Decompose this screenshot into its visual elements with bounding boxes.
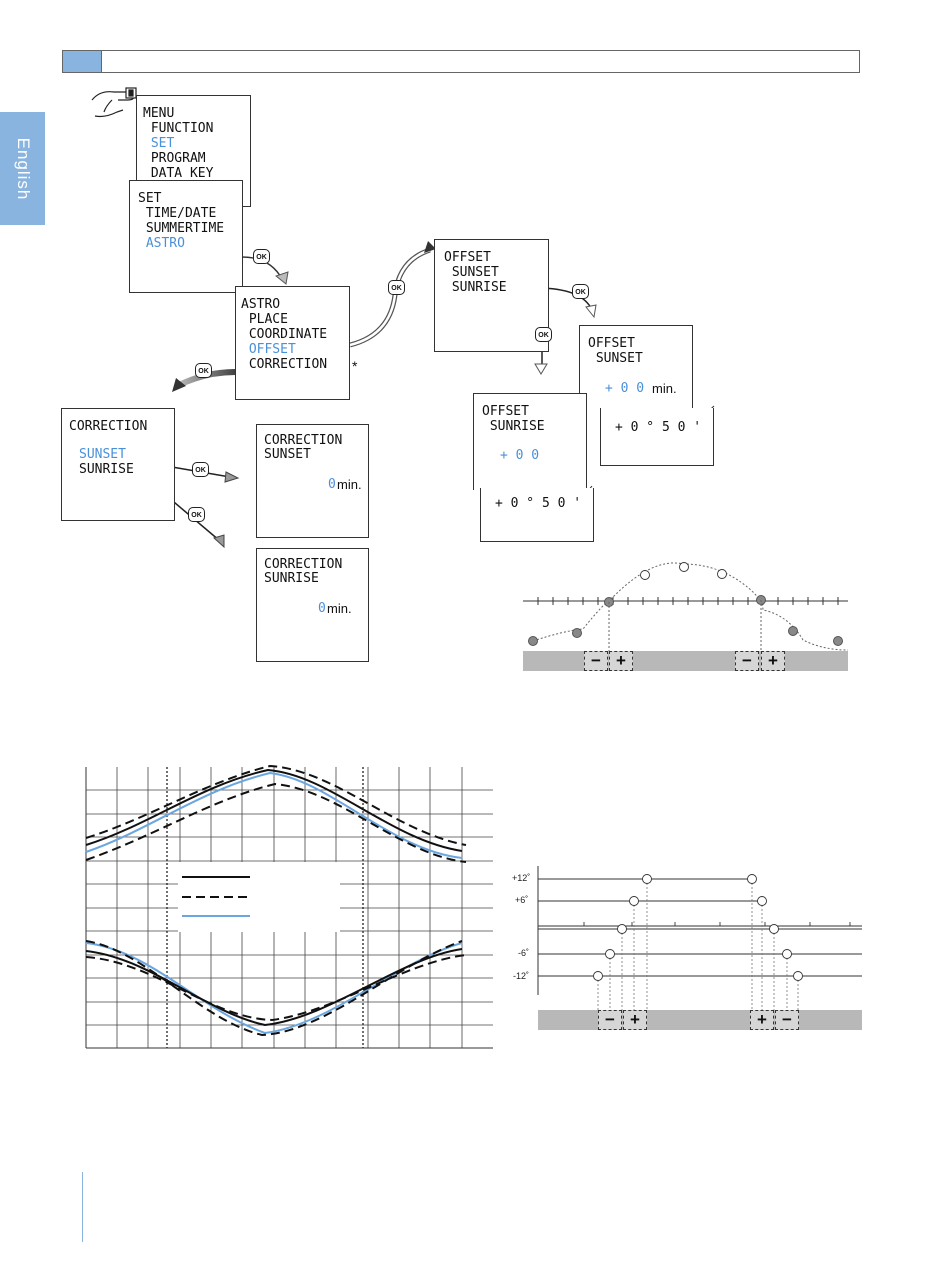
correction-sunrise-label: SUNRISE	[264, 571, 319, 586]
sun-angle-diagram	[537, 866, 862, 1030]
offset-sunset-title: OFFSET	[588, 336, 635, 351]
ok-button-offset-sunset[interactable]: OK	[572, 284, 589, 299]
astro-item-offset[interactable]: OFFSET	[241, 342, 296, 357]
arrow-astro-offset	[349, 247, 431, 348]
correction-sunrise-screen: CORRECTION SUNRISE 0 min.	[256, 548, 369, 662]
offset-title: OFFSET	[444, 250, 491, 265]
correction-asterisk: *	[352, 358, 358, 374]
correction-sunrise-title: CORRECTION	[264, 557, 343, 572]
angle-label-minus6: -6˚	[518, 948, 529, 958]
offset-sunset-unit: min.	[652, 381, 677, 396]
set-screen: SET TIME/DATE SUMMERTIME ASTRO	[129, 180, 243, 293]
menu-item-function[interactable]: FUNCTION	[143, 121, 214, 136]
hand-pointer-icon	[91, 87, 137, 118]
ok-button-correction-sunset[interactable]: OK	[192, 462, 209, 477]
correction-sunset-value[interactable]: 0	[328, 477, 336, 492]
correction-sunrise-unit: min.	[327, 601, 352, 616]
correction-sunset-screen: CORRECTION SUNSET 0 min.	[256, 424, 369, 538]
minus-sign-sunrise-angle: −	[598, 1010, 622, 1030]
sunrise-sunset-graph	[85, 764, 493, 1049]
offset-sunrise-angle-screen: + 0 ° 5 0 '	[480, 488, 594, 542]
plus-sign-sunrise-angle: +	[623, 1010, 647, 1030]
angle-label-plus6: +6˚	[515, 895, 529, 905]
offset-item-sunrise[interactable]: SUNRISE	[444, 280, 507, 295]
minus-sign-sunrise: −	[584, 651, 608, 671]
header-tab	[62, 50, 102, 73]
astro-item-place[interactable]: PLACE	[241, 312, 288, 327]
offset-sunset-value[interactable]: + 0 0	[605, 381, 645, 396]
offset-sunrise-value[interactable]: + 0 0	[500, 448, 540, 463]
menu-item-data-key[interactable]: DATA KEY	[143, 166, 214, 181]
offset-sunrise-screen: OFFSET SUNRISE + 0 0	[473, 393, 587, 490]
astro-screen: ASTRO PLACE COORDINATE OFFSET CORRECTION	[235, 286, 350, 400]
offset-sunrise-title: OFFSET	[482, 404, 529, 419]
offset-sunset-label: SUNSET	[588, 351, 643, 366]
offset-sunset-screen: OFFSET SUNSET + 0 0 min.	[579, 325, 693, 410]
minus-sign-sunset-angle: −	[775, 1010, 799, 1030]
astro-item-correction[interactable]: CORRECTION	[241, 357, 328, 372]
plus-sign-sunrise: +	[609, 651, 633, 671]
menu-item-set[interactable]: SET	[143, 136, 175, 151]
set-item-astro[interactable]: ASTRO	[138, 236, 185, 251]
ok-button-correction-sunrise[interactable]: OK	[188, 507, 205, 522]
correction-sunrise-value[interactable]: 0	[318, 601, 326, 616]
plus-sign-sunset-angle: +	[750, 1010, 774, 1030]
ok-button-correction[interactable]: OK	[195, 363, 212, 378]
offset-sunset-angle-screen: + 0 ° 5 0 '	[600, 408, 714, 466]
set-title: SET	[138, 191, 162, 206]
ok-button-set[interactable]: OK	[253, 249, 270, 264]
sun-path-diagram	[523, 562, 849, 671]
offset-screen: OFFSET SUNSET SUNRISE	[434, 239, 549, 352]
plus-sign-sunset: +	[761, 651, 785, 671]
language-tab[interactable]: English	[0, 112, 45, 225]
correction-item-sunset[interactable]: SUNSET	[79, 447, 126, 462]
offset-sunrise-label: SUNRISE	[482, 419, 545, 434]
angle-label-minus12: -12˚	[513, 971, 530, 981]
ok-button-astro[interactable]: OK	[388, 280, 405, 295]
offset-item-sunset[interactable]: SUNSET	[444, 265, 499, 280]
offset-sunrise-angle[interactable]: + 0 ° 5 0 '	[495, 496, 582, 511]
correction-sunset-unit: min.	[337, 477, 362, 492]
ok-button-offset-sunrise[interactable]: OK	[535, 327, 552, 342]
offset-sunset-angle[interactable]: + 0 ° 5 0 '	[615, 420, 702, 435]
set-item-time-date[interactable]: TIME/DATE	[138, 206, 217, 221]
minus-sign-sunset: −	[735, 651, 759, 671]
set-item-summertime[interactable]: SUMMERTIME	[138, 221, 225, 236]
correction-title: CORRECTION	[69, 419, 148, 434]
correction-screen: CORRECTION SUNSET SUNRISE	[61, 408, 175, 521]
correction-sunset-label: SUNSET	[264, 447, 311, 462]
menu-title: MENU	[143, 106, 175, 121]
footer-rule	[82, 1172, 83, 1242]
correction-sunset-title: CORRECTION	[264, 433, 343, 448]
angle-label-plus12: +12˚	[512, 873, 531, 883]
menu-item-program[interactable]: PROGRAM	[143, 151, 206, 166]
correction-item-sunrise[interactable]: SUNRISE	[79, 462, 134, 477]
astro-title: ASTRO	[241, 297, 281, 312]
astro-item-coordinate[interactable]: COORDINATE	[241, 327, 328, 342]
